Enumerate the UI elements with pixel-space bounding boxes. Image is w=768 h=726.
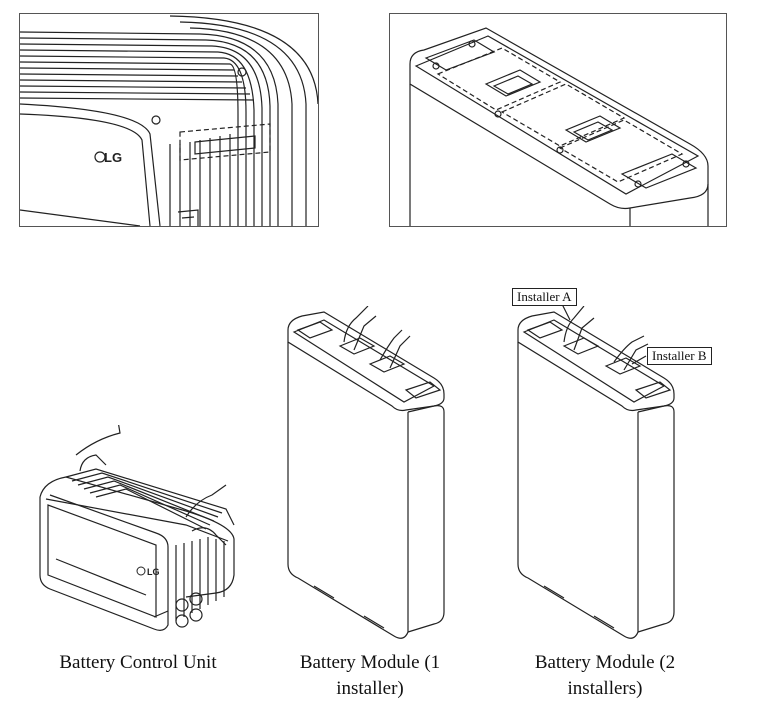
caption-line: Battery Control Unit (59, 652, 217, 673)
caption-line: installer) (336, 678, 404, 699)
caption-battery-module-two-installers: Battery Module (2 installers) (510, 650, 700, 702)
lg-logo: LG (147, 567, 160, 577)
battery-module-top-detail-panel (389, 13, 727, 227)
battery-module-top-illustration (409, 27, 709, 226)
caption-line: Battery Module (2 (534, 652, 676, 673)
caption-battery-control-unit: Battery Control Unit (30, 650, 246, 676)
caption-battery-module-one-installer: Battery Module (1 installer) (280, 650, 460, 702)
battery-module-one-installer-figure (284, 305, 450, 646)
battery-control-unit-illustration: LG (39, 420, 235, 631)
battery-module-two-installers-figure (514, 295, 680, 646)
battery-module-one-installer-illustration (287, 305, 445, 639)
installer-b-callout: Installer B (647, 347, 712, 365)
installer-a-callout: Installer A (512, 288, 577, 306)
lg-logo-detail: LG (104, 150, 122, 165)
control-unit-handle-illustration: LG (20, 15, 318, 226)
battery-control-unit-figure: LG (36, 420, 241, 635)
caption-line: Battery Module (1 (299, 652, 441, 673)
battery-module-two-installers-illustration (517, 295, 675, 639)
control-unit-handle-detail-panel: LG (19, 13, 319, 227)
caption-line: installers) (567, 678, 643, 699)
